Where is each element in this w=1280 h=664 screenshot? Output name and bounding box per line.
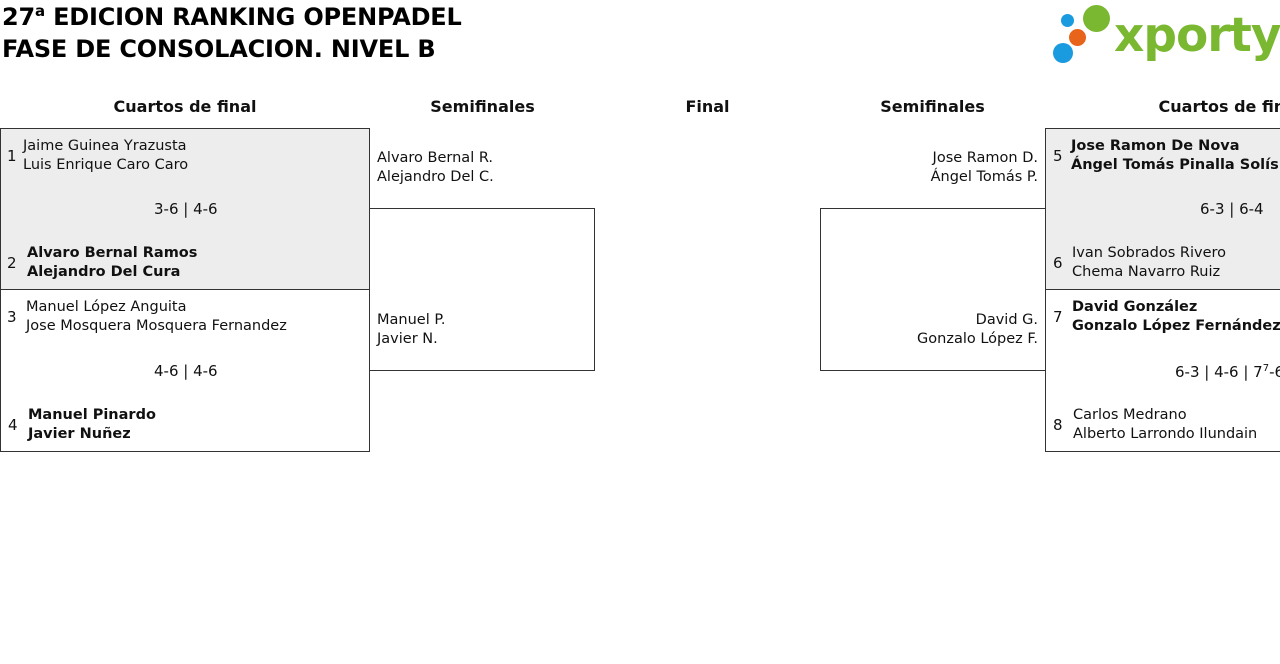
- score-main: 6-3 | 4-6 | 7: [1175, 363, 1263, 381]
- seed-number: 3: [7, 308, 17, 326]
- player-name: Carlos Medrano: [1073, 407, 1187, 423]
- player-name: Manuel López Anguita: [26, 299, 187, 315]
- seed-number: 6: [1053, 254, 1063, 272]
- score-tail: -6: [1269, 363, 1280, 381]
- sf-team-left-top: Alvaro Bernal R. Alejandro Del C.: [377, 149, 494, 187]
- team-bottom: Carlos Medrano Alberto Larrondo Ilundain: [1073, 406, 1257, 444]
- team-top: Jaime Guinea Yrazusta Luis Enrique Caro …: [23, 137, 188, 175]
- match-left-qf-1[interactable]: 1 Jaime Guinea Yrazusta Luis Enrique Car…: [0, 128, 370, 290]
- score-tiebreak: 7: [1262, 363, 1270, 374]
- player-name: Gonzalo López Fernández: [1072, 318, 1280, 334]
- team-top: Manuel López Anguita Jose Mosquera Mosqu…: [26, 298, 287, 336]
- round-header-final: Final: [685, 97, 730, 116]
- player-name: Alberto Larrondo Ilundain: [1073, 426, 1258, 442]
- sf-team-right-top: Jose Ramon D. Ángel Tomás P.: [820, 149, 1038, 187]
- seed-number: 7: [1053, 308, 1063, 326]
- player-name: Alejandro Del C.: [377, 169, 494, 185]
- player-name: Manuel P.: [377, 312, 446, 328]
- round-header-left-qf: Cuartos de final: [113, 97, 257, 116]
- player-name: Jose Ramon De Nova: [1071, 138, 1240, 154]
- match-right-qf-1[interactable]: 5 Jose Ramon De Nova Ángel Tomás Pinalla…: [1045, 128, 1280, 290]
- round-header-left-sf: Semifinales: [430, 97, 535, 116]
- logo-dot-blue-bottom: [1053, 43, 1073, 63]
- player-name: Jose Mosquera Mosquera Fernandez: [26, 318, 287, 334]
- sf-bracket-left: [369, 208, 595, 371]
- seed-number: 2: [7, 254, 17, 272]
- seed-number: 1: [7, 147, 17, 165]
- title-number: 27: [2, 3, 35, 31]
- seed-number: 8: [1053, 416, 1063, 434]
- sf-team-left-bottom: Manuel P. Javier N.: [377, 311, 445, 349]
- team-top-winner: Jose Ramon De Nova Ángel Tomás Pinalla S…: [1071, 137, 1279, 175]
- match-right-qf-2[interactable]: 7 David González Gonzalo López Fernández…: [1045, 289, 1280, 452]
- player-name: Ángel Tomás Pinalla Solís: [1071, 157, 1279, 173]
- player-name: David González: [1072, 299, 1198, 315]
- team-top-winner: David González Gonzalo López Fernández: [1072, 298, 1280, 336]
- player-name: Manuel Pinardo: [28, 407, 156, 423]
- player-name: Alejandro Del Cura: [27, 264, 181, 280]
- title-text: EDICION RANKING OPENPADEL: [44, 3, 462, 31]
- player-name: Jaime Guinea Yrazusta: [23, 138, 187, 154]
- match-score: 3-6 | 4-6: [154, 200, 218, 218]
- team-bottom-winner: Manuel Pinardo Javier Nuñez: [28, 406, 156, 444]
- player-name: Alvaro Bernal R.: [377, 150, 493, 166]
- team-bottom-winner: Alvaro Bernal Ramos Alejandro Del Cura: [27, 244, 197, 282]
- player-name: Jose Ramon D.: [932, 150, 1038, 166]
- logo-dot-green: [1083, 5, 1110, 32]
- page-title-line2: FASE DE CONSOLACION. NIVEL B: [2, 35, 436, 63]
- sf-team-right-bottom: David G. Gonzalo López F.: [820, 311, 1038, 349]
- player-name: Alvaro Bernal Ramos: [27, 245, 198, 261]
- player-name: Javier N.: [377, 331, 438, 347]
- logo-dot-orange: [1069, 29, 1086, 46]
- seed-number: 4: [8, 416, 18, 434]
- title-superscript: a: [35, 2, 45, 20]
- match-score: 6-3 | 4-6 | 77-6: [1175, 363, 1280, 381]
- team-bottom: Ivan Sobrados Rivero Chema Navarro Ruiz: [1072, 244, 1226, 282]
- player-name: Ivan Sobrados Rivero: [1072, 245, 1227, 261]
- player-name: Chema Navarro Ruiz: [1072, 264, 1221, 280]
- round-header-right-qf: Cuartos de final: [1158, 97, 1280, 116]
- match-score: 6-3 | 6-4: [1200, 200, 1264, 218]
- player-name: Gonzalo López F.: [917, 331, 1038, 347]
- seed-number: 5: [1053, 147, 1063, 165]
- page-title-line1: 27a EDICION RANKING OPENPADEL: [2, 2, 462, 31]
- round-header-right-sf: Semifinales: [880, 97, 985, 116]
- player-name: Luis Enrique Caro Caro: [23, 157, 189, 173]
- xporty-logo[interactable]: xporty: [1052, 4, 1280, 68]
- player-name: Ángel Tomás P.: [930, 169, 1038, 185]
- player-name: Javier Nuñez: [28, 426, 131, 442]
- logo-dot-blue-top: [1061, 14, 1074, 27]
- match-left-qf-2[interactable]: 3 Manuel López Anguita Jose Mosquera Mos…: [0, 289, 370, 452]
- match-score: 4-6 | 4-6: [154, 362, 218, 380]
- player-name: David G.: [975, 312, 1038, 328]
- logo-text: xporty: [1114, 8, 1280, 63]
